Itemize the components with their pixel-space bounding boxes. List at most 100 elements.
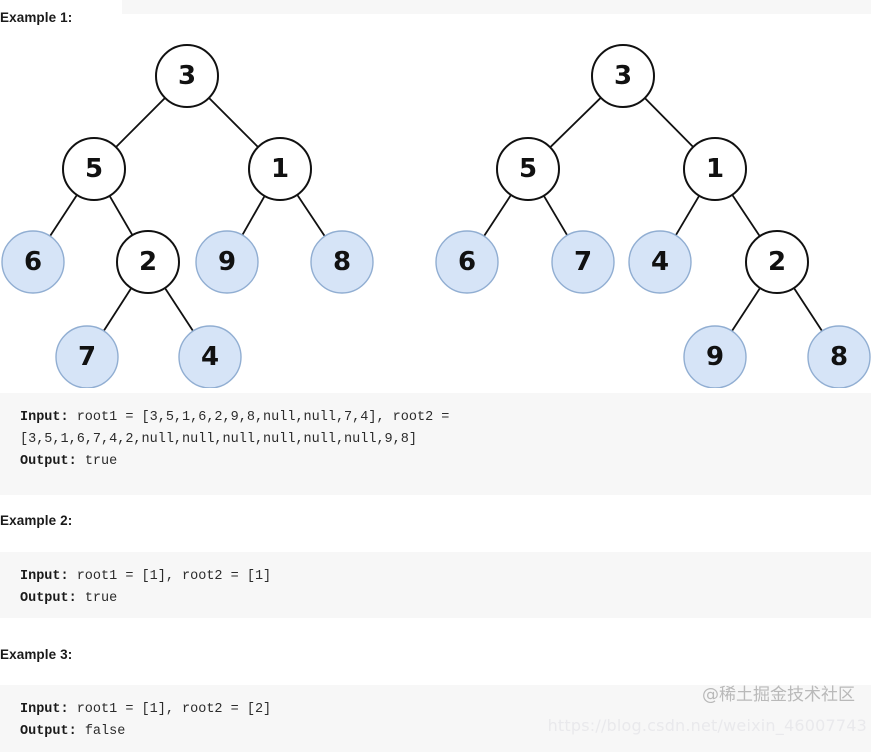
- tree-edge: [731, 194, 761, 237]
- tree-node: 9: [195, 230, 259, 294]
- output-value: true: [76, 591, 118, 606]
- example-1-input-line-2: [3,5,1,6,7,4,2,null,null,null,null,null,…: [20, 429, 871, 451]
- tree-node: 8: [310, 230, 374, 294]
- tree-node-label: 7: [78, 342, 96, 372]
- input-value-line1: root1 = [1], root2 = [2]: [68, 702, 272, 717]
- input-label: Input:: [20, 410, 69, 425]
- example-2-heading: Example 2:: [0, 513, 73, 528]
- tree-node: 1: [248, 137, 312, 201]
- community-watermark: @稀土掘金技术社区: [702, 685, 855, 705]
- tree-edge: [731, 287, 761, 332]
- tree-node-circle: [807, 325, 871, 388]
- tree-node-label: 7: [574, 247, 592, 277]
- tree-edge: [675, 195, 700, 236]
- tree-edge: [549, 97, 602, 148]
- example-1-output-line: Output: true: [20, 451, 871, 473]
- tree-node-label: 1: [706, 154, 724, 184]
- tree-node-circle: [248, 137, 312, 201]
- tree-node: 3: [155, 44, 219, 108]
- tree-node-label: 4: [651, 247, 669, 277]
- example-1-heading: Example 1:: [0, 10, 73, 25]
- tree-node: 5: [62, 137, 126, 201]
- example-2-code-block: Input: root1 = [1], root2 = [1] Output: …: [0, 552, 871, 618]
- code-block-continuation-strip: [122, 0, 871, 14]
- input-value-line1: root1 = [1], root2 = [1]: [68, 569, 272, 584]
- tree-node-label: 5: [519, 154, 537, 184]
- output-label: Output:: [20, 724, 77, 739]
- tree-node-circle: [116, 230, 180, 294]
- tree-node: 7: [551, 230, 615, 294]
- tree-svg: 3 5 1 6 2 9 8 7 4 3 5 1 6 7 4 2 9 8: [1, 44, 871, 388]
- tree-node-circle: [496, 137, 560, 201]
- tree-node-circle: [551, 230, 615, 294]
- tree-node-circle: [55, 325, 119, 388]
- tree-node: 9: [683, 325, 747, 388]
- tree-node-circle: [435, 230, 499, 294]
- tree-edge: [102, 287, 133, 332]
- tree-edge: [241, 195, 266, 236]
- tree-node-circle: [155, 44, 219, 108]
- output-value: true: [76, 454, 118, 469]
- tree-node: 6: [1, 230, 65, 294]
- example-2-output-line: Output: true: [20, 588, 871, 610]
- example-3-heading: Example 3:: [0, 647, 73, 662]
- example-3-input-line: Input: root1 = [1], root2 = [2]: [20, 699, 871, 721]
- tree-edge: [793, 287, 823, 332]
- tree-node: 6: [435, 230, 499, 294]
- tree-node-circle: [745, 230, 809, 294]
- tree-node-circle: [310, 230, 374, 294]
- tree-node-label: 8: [333, 247, 351, 277]
- tree-node-circle: [591, 44, 655, 108]
- binary-tree-diagram: 3 5 1 6 2 9 8 7 4 3 5 1 6 7 4 2 9 8: [0, 26, 871, 388]
- example-3-code-block: Input: root1 = [1], root2 = [2] Output: …: [0, 685, 871, 752]
- tree-node-label: 9: [218, 247, 236, 277]
- tree-node: 5: [496, 137, 560, 201]
- tree-node: 2: [116, 230, 180, 294]
- tree-node-label: 9: [706, 342, 724, 372]
- tree-node-label: 3: [614, 61, 632, 91]
- tree-node: 2: [745, 230, 809, 294]
- tree-node-label: 2: [139, 247, 157, 277]
- tree-node-circle: [62, 137, 126, 201]
- tree-node: 3: [591, 44, 655, 108]
- tree-node-label: 1: [271, 154, 289, 184]
- tree-edge: [108, 195, 134, 236]
- tree-node: 4: [178, 325, 242, 388]
- tree-node-circle: [195, 230, 259, 294]
- tree-node-circle: [628, 230, 692, 294]
- url-watermark: https://blog.csdn.net/weixin_46007743: [547, 716, 867, 735]
- tree-node-label: 5: [85, 154, 103, 184]
- tree-node-circle: [1, 230, 65, 294]
- example-1-code-block: Input: root1 = [3,5,1,6,2,9,8,null,null,…: [0, 393, 871, 495]
- example-1-input-line: Input: root1 = [3,5,1,6,2,9,8,null,null,…: [20, 407, 871, 429]
- input-label: Input:: [20, 569, 69, 584]
- tree-node: 4: [628, 230, 692, 294]
- tree-edge: [296, 194, 326, 237]
- tree-node-label: 8: [830, 342, 848, 372]
- example-2-input-line: Input: root1 = [1], root2 = [1]: [20, 566, 871, 588]
- tree-node-label: 2: [768, 247, 786, 277]
- tree-node-label: 6: [458, 247, 476, 277]
- tree-edge: [483, 194, 512, 237]
- tree-node: 1: [683, 137, 747, 201]
- tree-node: 8: [807, 325, 871, 388]
- tree-node-label: 4: [201, 342, 219, 372]
- tree-node-circle: [683, 325, 747, 388]
- example-3-output-line: Output: false: [20, 721, 871, 743]
- tree-edge: [543, 195, 568, 236]
- input-label: Input:: [20, 702, 69, 717]
- output-label: Output:: [20, 454, 77, 469]
- output-label: Output:: [20, 591, 77, 606]
- tree-node-label: 3: [178, 61, 196, 91]
- input-value-line1: root1 = [3,5,1,6,2,9,8,null,null,7,4], r…: [68, 410, 450, 425]
- tree-node-circle: [178, 325, 242, 388]
- tree-node-label: 6: [24, 247, 42, 277]
- tree-edge: [49, 194, 78, 237]
- tree-edge: [164, 287, 194, 332]
- tree-edge: [208, 97, 259, 148]
- tree-node-circle: [683, 137, 747, 201]
- tree-node: 7: [55, 325, 119, 388]
- tree-edge: [644, 97, 694, 148]
- output-value: false: [76, 724, 126, 739]
- tree-edge: [115, 97, 166, 148]
